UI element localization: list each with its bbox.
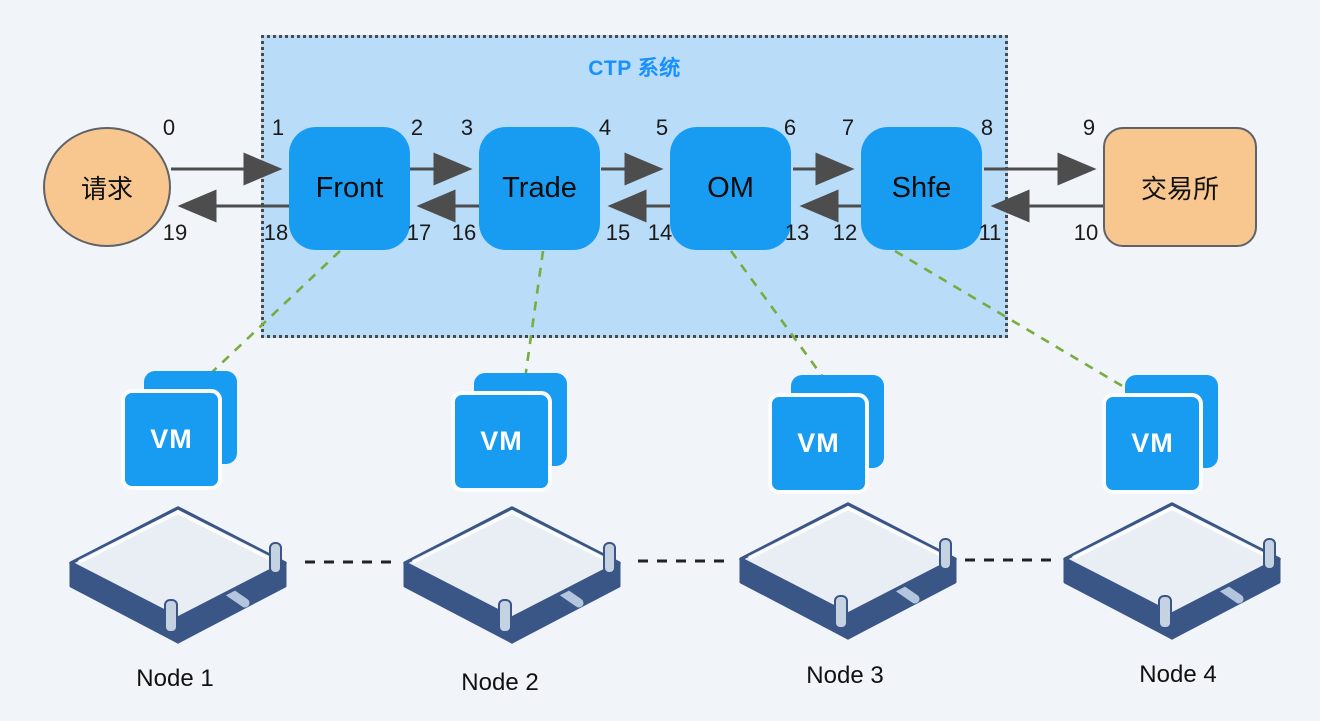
flow-number-bottom: 11: [978, 220, 1002, 245]
flow-number-top: 0: [162, 115, 176, 140]
flow-number-top: 2: [410, 115, 424, 140]
module-label: OM: [707, 172, 754, 204]
flow-number-top: 8: [980, 115, 994, 140]
flow-number-top: 6: [783, 115, 797, 140]
server-icon: [733, 498, 963, 648]
module-label: Front: [315, 172, 384, 204]
vm-icon: VM: [121, 389, 222, 490]
flow-number-bottom: 18: [263, 220, 289, 245]
node-label-2: Node 2: [461, 669, 539, 696]
vm-icon: VM: [1102, 393, 1203, 494]
actor-exchange-label: 交易所: [1140, 173, 1219, 204]
flow-number-top: 5: [655, 115, 669, 140]
server-icon: [63, 502, 293, 652]
flow-number-top: 4: [598, 115, 612, 140]
server-icon: [397, 502, 627, 652]
vm-label: VM: [797, 428, 840, 458]
vm-icon: VM: [451, 391, 552, 492]
module-om: OM: [670, 127, 791, 250]
flow-number-bottom: 14: [647, 220, 673, 245]
module-front: Front: [289, 127, 410, 250]
flow-number-bottom: 16: [451, 220, 477, 245]
vm-label: VM: [480, 426, 523, 456]
vm-icon: VM: [768, 393, 869, 494]
flow-number-bottom: 15: [605, 220, 631, 245]
actor-request-circle: 请求: [43, 127, 171, 247]
module-trade: Trade: [479, 127, 600, 250]
flow-number-bottom: 13: [784, 220, 810, 245]
vm-stack-2: VM: [451, 373, 571, 492]
flow-number-top: 7: [841, 115, 855, 140]
flow-number-top: 1: [271, 115, 285, 140]
ctp-system-title: CTP 系统: [588, 57, 681, 80]
actor-exchange-box: 交易所: [1103, 127, 1257, 247]
flow-number-top: 9: [1082, 115, 1096, 140]
flow-number-bottom: 19: [162, 220, 188, 245]
module-label: Shfe: [891, 172, 952, 204]
node-label-3: Node 3: [806, 662, 884, 689]
vm-label: VM: [1131, 428, 1174, 458]
flow-number-bottom: 10: [1073, 220, 1099, 245]
flow-number-bottom: 17: [406, 220, 432, 245]
flow-number-top: 3: [460, 115, 474, 140]
vm-stack-4: VM: [1102, 375, 1222, 494]
vm-stack-3: VM: [768, 375, 888, 494]
node-label-4: Node 4: [1139, 661, 1217, 688]
vm-stack-1: VM: [121, 371, 241, 490]
vm-label: VM: [150, 424, 193, 454]
node-label-1: Node 1: [136, 665, 214, 692]
flow-number-bottom: 12: [832, 220, 858, 245]
actor-request-label: 请求: [80, 173, 133, 204]
module-shfe: Shfe: [861, 127, 982, 250]
module-label: Trade: [502, 172, 577, 204]
server-icon: [1057, 498, 1287, 648]
